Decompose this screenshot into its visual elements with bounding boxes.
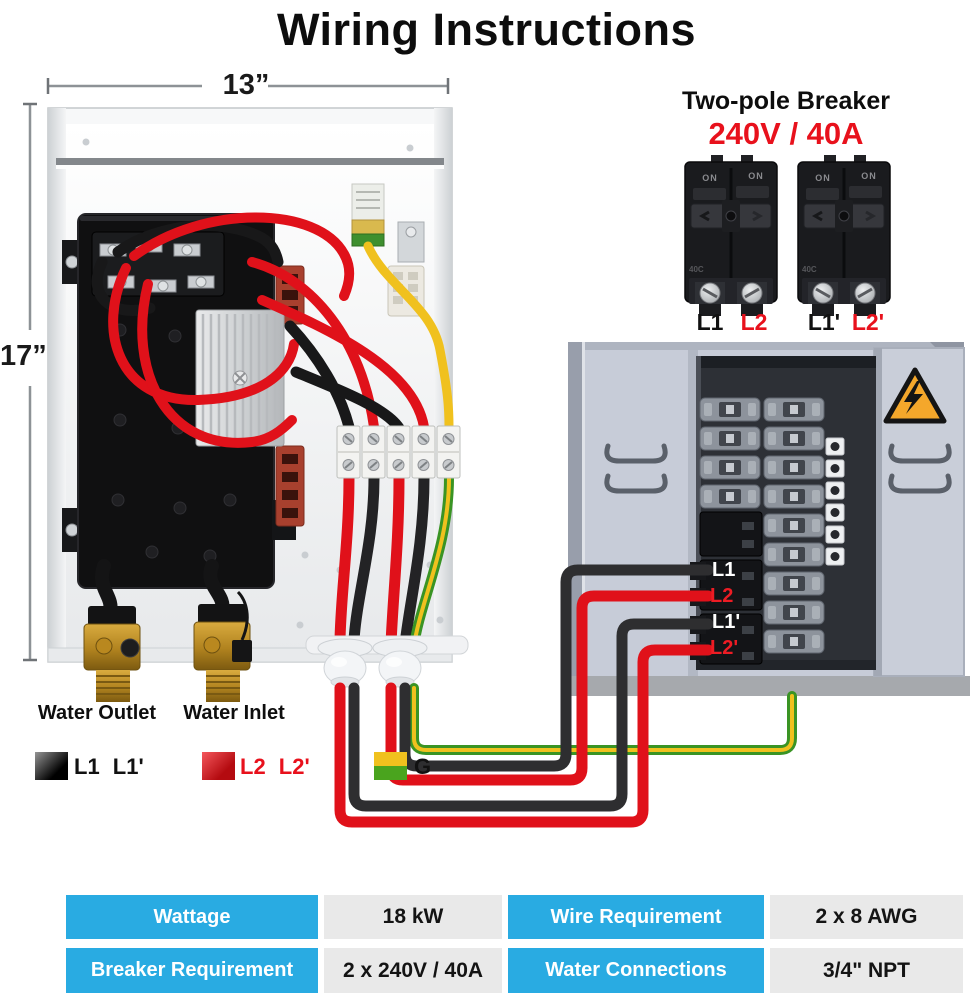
internal-wires — [91, 212, 454, 651]
panel-wire-label-l2p: L2' — [710, 637, 739, 659]
water-inlet-valve — [193, 559, 252, 702]
dimension-height-label: 17” — [0, 340, 47, 372]
spec-label-water-connections: Water Connections — [508, 948, 764, 993]
control-pcb — [351, 183, 425, 263]
terminal-blocks — [336, 425, 461, 479]
page-title: Wiring Instructions — [276, 4, 697, 55]
breaker-on-label: ON — [748, 171, 764, 181]
spec-table: Wattage 18 kW Wire Requirement 2 x 8 AWG… — [66, 895, 963, 993]
wire-ground — [409, 683, 797, 755]
breaker-pole-label-l1p: L1' — [807, 309, 841, 335]
panel-wire-label-l2: L2 — [710, 585, 734, 607]
two-pole-breakers-installed — [690, 511, 763, 665]
breaker-section-title: Two-pole Breaker — [682, 87, 890, 115]
wire-l1 — [399, 564, 714, 772]
cable-glands — [305, 635, 469, 688]
spec-label-wire-requirement: Wire Requirement — [508, 895, 764, 939]
breaker-amp-label: 40C — [802, 265, 817, 274]
breaker-pole-label-l2p: L2' — [851, 309, 885, 335]
wire-l2p — [334, 644, 714, 828]
water-outlet-valve — [83, 559, 141, 702]
breaker-section-rating: 240V / 40A — [708, 116, 864, 151]
breaker-pole-label-l1: L1 — [696, 309, 724, 335]
breaker-amp-label: 40C — [689, 265, 704, 274]
spec-value-wattage: 18 kW — [324, 895, 502, 939]
breaker-on-label: ON — [815, 173, 831, 183]
panel-wire-label-l1p: L1' — [712, 611, 741, 633]
breaker-on-label: ON — [861, 171, 877, 181]
water-outlet-label: Water Outlet — [37, 702, 157, 724]
breaker-pole-label-l2: L2 — [740, 309, 768, 335]
panel-wire-label-l1: L1 — [712, 559, 736, 581]
water-inlet-label: Water Inlet — [183, 702, 285, 724]
breaker-panel — [566, 342, 970, 696]
spec-label-wattage: Wattage — [66, 895, 318, 939]
legend-swatch-red — [202, 752, 235, 780]
heater-unit-photo — [47, 107, 469, 702]
legend-label-l2: L2 L2' — [240, 754, 310, 779]
legend-swatch-ground — [374, 752, 407, 780]
heatsink — [195, 309, 285, 447]
wire-l1p — [348, 618, 714, 812]
dimension-width-label: 13” — [222, 69, 270, 101]
spec-value-breaker-requirement: 2 x 240V / 40A — [324, 948, 502, 993]
legend-swatch-black — [35, 752, 68, 780]
spec-label-breaker-requirement: Breaker Requirement — [66, 948, 318, 993]
warning-icon — [883, 367, 947, 424]
spec-value-water-connections: 3/4" NPT — [770, 948, 963, 993]
spec-value-wire-requirement: 2 x 8 AWG — [770, 895, 963, 939]
legend-label-l1: L1 L1' — [74, 754, 144, 779]
legend-label-ground: G — [414, 754, 432, 779]
dimension-lines — [23, 78, 450, 662]
breaker-on-label: ON — [702, 173, 718, 183]
